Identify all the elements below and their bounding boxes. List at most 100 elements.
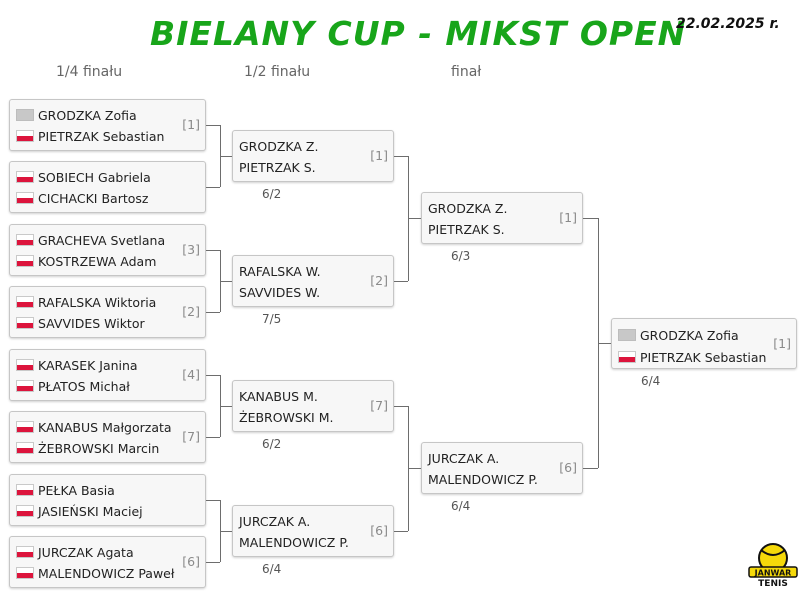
player-name: JURCZAK A. xyxy=(239,513,311,529)
player-name: PIETRZAK S. xyxy=(428,221,505,237)
player-name: JASIEŃSKI Maciej xyxy=(38,503,143,519)
bracket-connector xyxy=(408,468,421,469)
seed-badge: [6] xyxy=(559,460,577,475)
player-row: GRACHEVA Svetlana xyxy=(16,230,165,250)
player-row: PIETRZAK S. xyxy=(239,157,316,177)
player-row: PIETRZAK Sebastian xyxy=(618,347,766,367)
seed-badge: [4] xyxy=(182,367,200,382)
seed-badge: [2] xyxy=(182,304,200,319)
player-row: JASIEŃSKI Maciej xyxy=(16,501,143,521)
player-row: KANABUS Małgorzata xyxy=(16,417,172,437)
match-score: 6/2 xyxy=(262,437,282,451)
bracket-connector xyxy=(394,406,408,407)
round-label-semifinal: 1/2 finału xyxy=(244,64,311,80)
seed-badge: [3] xyxy=(182,242,200,257)
seed-badge: [1] xyxy=(182,117,200,132)
match-score: 7/5 xyxy=(262,312,282,326)
bracket-connector xyxy=(583,218,598,219)
player-row: JURCZAK A. xyxy=(428,448,499,468)
semifinal-match: RAFALSKA W. SAVVIDES W. [2] xyxy=(232,255,394,307)
player-name: SOBIECH Gabriela xyxy=(38,169,151,185)
player-name: GRODZKA Zofia xyxy=(38,107,137,123)
bracket-connector xyxy=(220,531,232,532)
player-name: KANABUS M. xyxy=(239,388,318,404)
player-name: RAFALSKA W. xyxy=(239,263,321,279)
player-name: GRACHEVA Svetlana xyxy=(38,232,166,248)
round-label-quarterfinal: 1/4 finału xyxy=(56,64,123,80)
player-name: MALENDOWICZ P. xyxy=(428,471,538,487)
seed-badge: [7] xyxy=(182,429,200,444)
event-date: 22.02.2025 r. xyxy=(676,16,780,32)
bracket-connector xyxy=(206,375,220,376)
poland-flag-icon xyxy=(16,380,34,392)
player-name: PIETRZAK Sebastian xyxy=(38,128,165,144)
seed-badge: [6] xyxy=(370,523,388,538)
seed-badge: [7] xyxy=(370,398,388,413)
player-row: RAFALSKA W. xyxy=(239,261,321,281)
player-row: PIETRZAK Sebastian xyxy=(16,126,164,146)
poland-flag-icon xyxy=(16,359,34,371)
match-score: 6/2 xyxy=(262,187,282,201)
player-row: KOSTRZEWA Adam xyxy=(16,251,156,271)
poland-flag-icon xyxy=(16,192,34,204)
player-row: PIETRZAK S. xyxy=(428,219,505,239)
player-row: JURCZAK A. xyxy=(239,511,310,531)
player-row: KARASEK Janina xyxy=(16,355,138,375)
svg-text:JANWAR: JANWAR xyxy=(754,569,792,578)
bracket-connector xyxy=(408,218,421,219)
player-name: ŻEBROWSKI Marcin xyxy=(38,440,160,456)
poland-flag-icon xyxy=(16,567,34,579)
player-name: KOSTRZEWA Adam xyxy=(38,253,157,269)
player-name: KARASEK Janina xyxy=(38,357,138,373)
bracket-connector xyxy=(206,562,220,563)
seed-badge: [1] xyxy=(559,210,577,225)
player-name: KANABUS Małgorzata xyxy=(38,419,172,435)
final-match: JURCZAK A. MALENDOWICZ P. [6] xyxy=(421,442,583,494)
player-row: GRODZKA Z. xyxy=(428,198,507,218)
bracket-connector xyxy=(598,343,611,344)
player-name: SAVVIDES W. xyxy=(239,284,321,300)
player-name: JURCZAK Agata xyxy=(38,544,134,560)
seed-badge: [1] xyxy=(773,335,791,351)
player-row: SOBIECH Gabriela xyxy=(16,167,151,187)
bracket-connector xyxy=(220,281,232,282)
player-row: KANABUS M. xyxy=(239,386,318,406)
seed-badge: [2] xyxy=(370,273,388,288)
player-name: CICHACKI Bartosz xyxy=(38,190,149,206)
player-row: MALENDOWICZ Paweł xyxy=(16,563,174,583)
player-name: PIETRZAK S. xyxy=(239,159,316,175)
round-label-final: finał xyxy=(451,64,482,80)
match-score: 6/3 xyxy=(451,249,471,263)
player-row: PŁATOS Michał xyxy=(16,376,130,396)
seed-badge: [6] xyxy=(182,554,200,569)
bracket-connector xyxy=(206,125,220,126)
bracket-connector xyxy=(394,531,408,532)
bracket-connector xyxy=(206,312,220,313)
poland-flag-icon xyxy=(16,484,34,496)
player-name: GRODZKA Zofia xyxy=(640,327,739,343)
poland-flag-icon xyxy=(16,234,34,246)
bracket-connector xyxy=(220,406,232,407)
bracket-connector xyxy=(220,156,232,157)
player-row: GRODZKA Z. xyxy=(239,136,318,156)
janwar-tenis-logo: JANWAR TENIS xyxy=(748,543,798,588)
semifinal-match: JURCZAK A.MALENDOWICZ P.[6] xyxy=(232,505,394,557)
player-row: SAVVIDES Wiktor xyxy=(16,313,145,333)
svg-text:TENIS: TENIS xyxy=(758,579,788,588)
poland-flag-icon xyxy=(16,130,34,142)
no-flag-icon xyxy=(618,329,636,341)
bracket-connector xyxy=(206,250,220,251)
player-row: RAFALSKA Wiktoria xyxy=(16,292,156,312)
player-row: MALENDOWICZ P. xyxy=(428,469,538,489)
bracket-connector xyxy=(394,156,408,157)
player-name: MALENDOWICZ Paweł xyxy=(38,565,175,581)
no-flag-icon xyxy=(16,109,34,121)
final-match: GRODZKA Z. PIETRZAK S. [1] xyxy=(421,192,583,244)
player-row: ŻEBROWSKI M. xyxy=(239,407,333,427)
poland-flag-icon xyxy=(16,171,34,183)
